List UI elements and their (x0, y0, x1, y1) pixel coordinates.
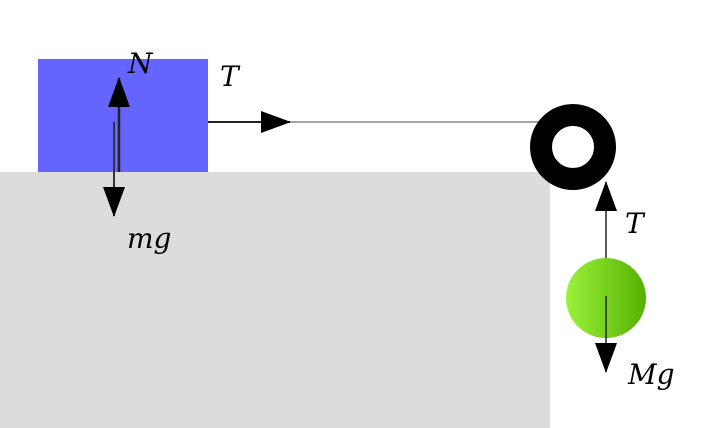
pulley (530, 104, 616, 190)
label-tension-ball: T (625, 207, 646, 240)
label-block-weight: mg (127, 222, 171, 255)
label-tension-block: T (220, 60, 241, 93)
table (0, 172, 550, 428)
label-ball-weight: Mg (627, 358, 675, 391)
label-normal-force: N (127, 47, 154, 80)
block (38, 59, 208, 172)
